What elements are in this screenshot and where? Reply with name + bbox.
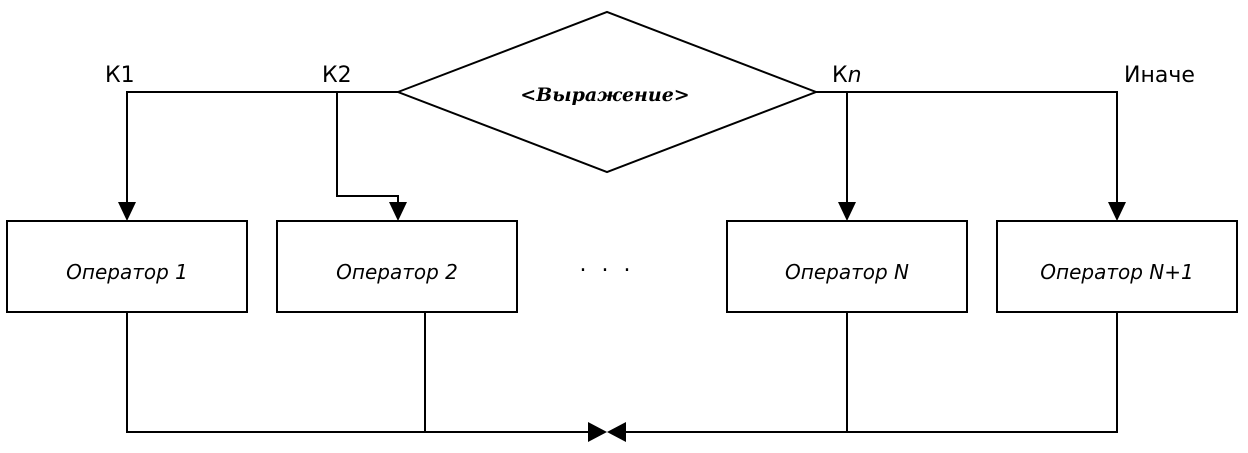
case-label-k1: К1 (105, 63, 135, 88)
merge-arrowhead-left (588, 422, 607, 442)
operator-box-n (726, 220, 968, 313)
arrowhead-kn (838, 202, 856, 221)
merge-line-left (126, 312, 590, 433)
operator-node-n-plus-1: Оператор N+1 (996, 220, 1238, 313)
decision-expression-text: <Выражение> (520, 84, 689, 106)
ellipsis: . . . (580, 252, 635, 277)
operator-node-n: Оператор N (726, 220, 968, 313)
case-label-k2: К2 (322, 63, 352, 88)
operator-box-1 (6, 220, 248, 313)
case-label-kn-suffix: n (848, 63, 862, 88)
merge-line-right (624, 312, 1118, 433)
branch-line-k2 (336, 92, 399, 204)
arrowhead-k1 (118, 202, 136, 221)
operator-label-n-plus-1: Оператор N+1 (1040, 260, 1193, 284)
merge-arrowhead-right (607, 422, 626, 442)
operator-node-1: Оператор 1 (6, 220, 248, 313)
operator-box-2 (276, 220, 518, 313)
branch-line-k1 (126, 91, 398, 204)
arrowhead-k2 (389, 202, 407, 221)
branch-line-kn (816, 91, 1118, 204)
decision-node: <Выражение> (395, 10, 819, 174)
operator-box-n-plus-1 (996, 220, 1238, 313)
arrowhead-else (1108, 202, 1126, 221)
operator-label-n: Оператор N (785, 260, 909, 284)
operator-label-2: Оператор 2 (336, 260, 458, 284)
operator-node-2: Оператор 2 (276, 220, 518, 313)
case-label-kn: Кn (832, 63, 862, 88)
case-label-kn-prefix: К (832, 63, 848, 88)
operator-label-1: Оператор 1 (66, 260, 188, 284)
case-label-else: Иначе (1124, 63, 1195, 88)
